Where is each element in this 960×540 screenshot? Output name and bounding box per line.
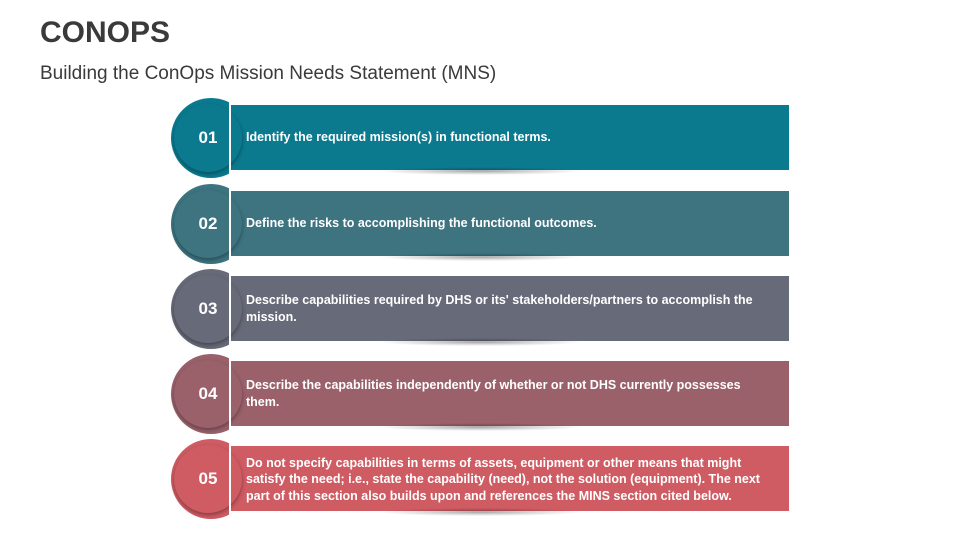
bar-shadow bbox=[380, 253, 580, 261]
step-text: Describe the capabilities independently … bbox=[246, 378, 741, 409]
step-text: Define the risks to accomplishing the fu… bbox=[246, 216, 597, 231]
step-number-circle: 01 bbox=[174, 104, 242, 172]
step-number: 02 bbox=[198, 214, 218, 233]
step-text: Identify the required mission(s) in func… bbox=[246, 130, 551, 145]
page-subtitle: Building the ConOps Mission Needs Statem… bbox=[40, 63, 497, 84]
step-number-circle: 03 bbox=[174, 275, 242, 343]
step-row-5: Do not specify capabilities in terms of … bbox=[168, 439, 793, 519]
step-number-circle: 05 bbox=[174, 445, 242, 513]
step-row-3: Describe capabilities required by DHS or… bbox=[168, 269, 793, 349]
step-row-1: Identify the required mission(s) in func… bbox=[168, 98, 793, 178]
step-row-4: Describe the capabilities independently … bbox=[168, 354, 793, 434]
step-number-circle: 04 bbox=[174, 360, 242, 428]
step-text: Do not specify capabilities in terms of … bbox=[246, 455, 760, 503]
step-number: 05 bbox=[198, 469, 218, 488]
page-title: CONOPS bbox=[40, 16, 171, 49]
step-row-2: Define the risks to accomplishing the fu… bbox=[168, 184, 793, 264]
separator-line bbox=[229, 184, 231, 264]
separator-line bbox=[229, 98, 231, 178]
separator-line bbox=[229, 354, 231, 434]
step-number: 04 bbox=[198, 384, 218, 403]
step-number: 01 bbox=[198, 128, 218, 147]
step-number: 03 bbox=[198, 299, 218, 318]
separator-line bbox=[229, 269, 231, 349]
step-text-box: Describe capabilities required by DHS or… bbox=[230, 276, 789, 341]
step-text-box: Do not specify capabilities in terms of … bbox=[230, 446, 789, 511]
separator-line bbox=[229, 439, 231, 519]
bar-shadow bbox=[380, 423, 580, 431]
step-text: Describe capabilities required by DHS or… bbox=[246, 293, 753, 324]
step-text-box: Identify the required mission(s) in func… bbox=[230, 105, 789, 170]
step-text-box: Define the risks to accomplishing the fu… bbox=[230, 191, 789, 256]
bar-shadow bbox=[380, 338, 580, 346]
step-text-box: Describe the capabilities independently … bbox=[230, 361, 789, 426]
bar-shadow bbox=[380, 508, 580, 516]
step-number-circle: 02 bbox=[174, 190, 242, 258]
bar-shadow bbox=[380, 167, 580, 175]
